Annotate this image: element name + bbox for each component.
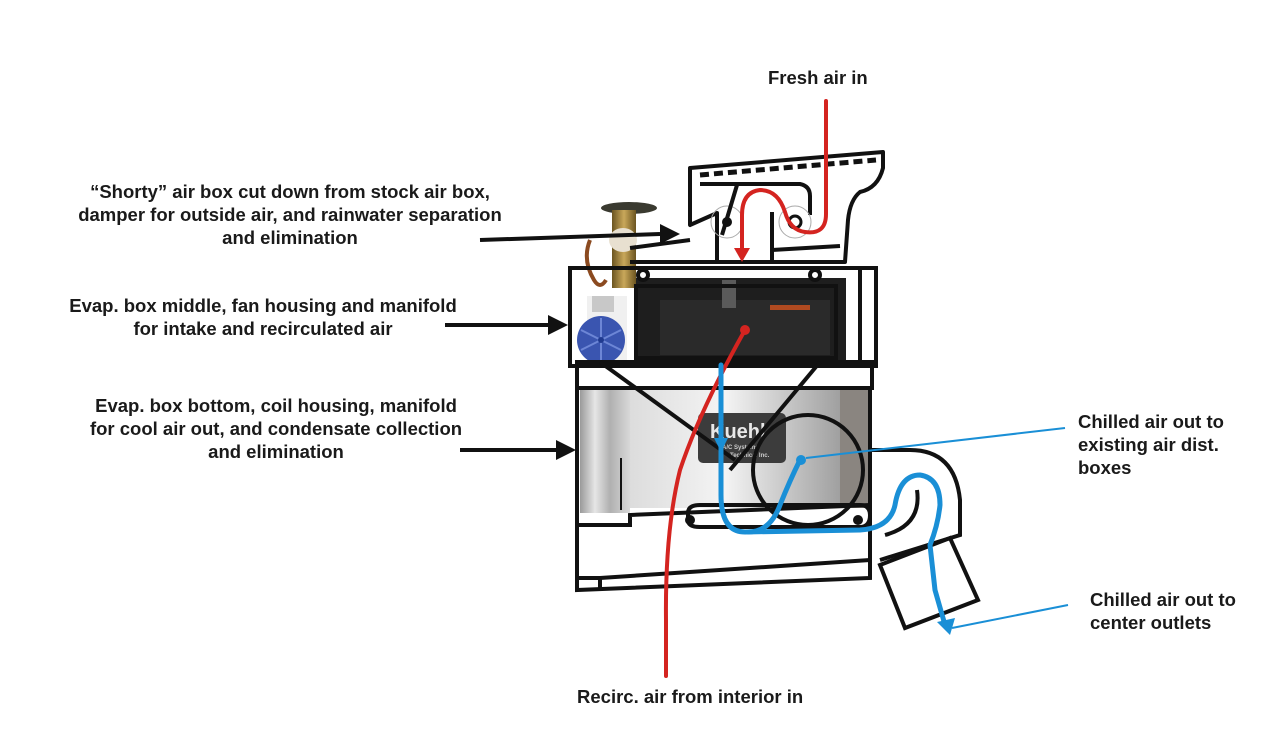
outlet-duct-outline	[872, 448, 981, 631]
recirc-air-endpoint	[740, 325, 750, 335]
label-recirc-air-in: Recirc. air from interior in	[577, 686, 804, 707]
chilled-air-arrowhead-center	[937, 618, 955, 635]
nameplate-brand: Kuehl	[710, 421, 766, 443]
chilled-air-arrowhead-fan	[714, 438, 728, 452]
fresh-air-flow	[740, 99, 828, 254]
callout-arrows	[445, 224, 680, 460]
label-shorty-air-box: “Shorty” air box cut down from stock air…	[78, 181, 502, 248]
chilled-air-leaders	[805, 427, 1069, 629]
nameplate-line1: A/C Systems	[722, 445, 759, 451]
fan-photo	[636, 278, 846, 360]
label-evap-box-middle: Evap. box middle, fan housing and manifo…	[69, 295, 457, 339]
fresh-air-arrowhead	[734, 248, 750, 262]
label-chilled-air-dist-boxes: Chilled air out to existing air dist. bo…	[1078, 411, 1224, 478]
evap-box-bottom-outline	[575, 360, 874, 593]
nameplate-line2: Technical Inc.	[730, 453, 770, 459]
label-chilled-air-center-outlets: Chilled air out to center outlets	[1090, 589, 1236, 633]
receiver-drier	[577, 296, 627, 366]
coil-housing-photo	[580, 388, 870, 513]
shorty-air-box-outline	[629, 150, 885, 264]
label-fresh-air-in: Fresh air in	[768, 67, 868, 88]
chilled-air-flow	[718, 362, 948, 628]
label-evap-box-bottom: Evap. box bottom, coil housing, manifold…	[89, 395, 463, 462]
chilled-air-dist-endpoint	[796, 455, 806, 465]
